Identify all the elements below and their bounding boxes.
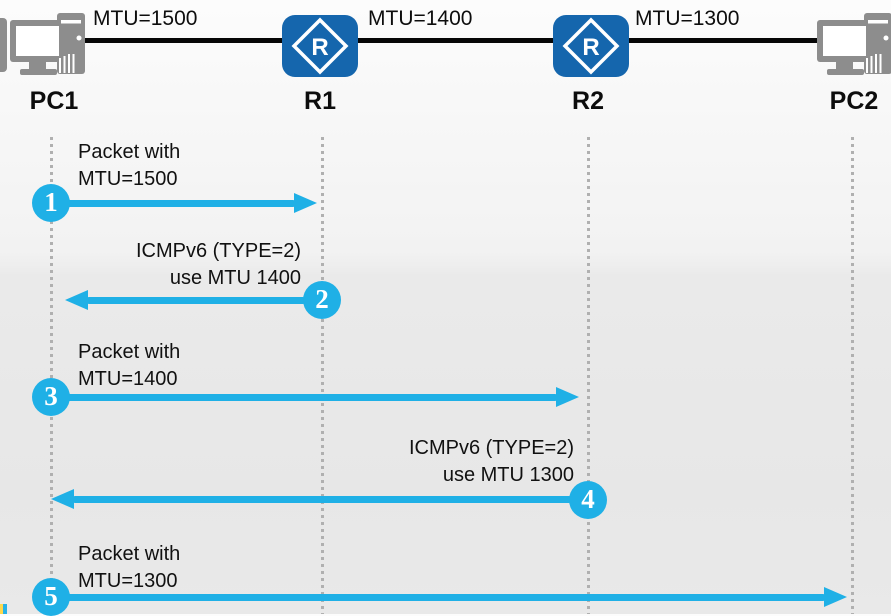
message-arrow-line	[66, 594, 826, 601]
arrowhead-right-icon	[556, 387, 579, 407]
pc-icon	[10, 13, 85, 75]
router-icon: R	[282, 15, 358, 77]
step-badge: 3	[32, 378, 70, 416]
message-label: ICMPv6 (TYPE=2) use MTU 1300	[409, 435, 574, 489]
message-label-line1: Packet with	[78, 341, 181, 363]
device-label-pc2: PC2	[829, 87, 879, 115]
step-badge: 5	[32, 578, 70, 616]
message-label-line2: use MTU 1400	[169, 267, 301, 289]
message-label-line2: MTU=1300	[78, 570, 178, 592]
arrowhead-right-icon	[824, 587, 847, 607]
message-label-line1: Packet with	[78, 543, 181, 565]
topology-link-line	[84, 38, 820, 43]
lifeline-pc1	[50, 137, 53, 614]
message-label-line2: use MTU 1300	[442, 464, 574, 486]
lifeline-pc2	[851, 137, 854, 614]
lifeline-r2	[587, 137, 590, 614]
message-arrow-line	[72, 496, 572, 503]
message-label: Packet with MTU=1500	[78, 139, 180, 193]
device-label-pc1: PC1	[29, 87, 79, 115]
message-label: Packet with MTU=1400	[78, 339, 180, 393]
lifeline-r1	[321, 137, 324, 614]
message-arrow-line	[86, 297, 306, 304]
partial-pc-icon	[0, 18, 7, 72]
device-label-r2: R2	[572, 87, 604, 115]
message-label-line1: ICMPv6 (TYPE=2)	[135, 240, 301, 262]
step-badge: 1	[32, 184, 70, 222]
message-arrow-line	[66, 394, 558, 401]
link-mtu-label: MTU=1400	[368, 7, 473, 30]
step-badge: 2	[303, 281, 341, 319]
message-label: Packet with MTU=1300	[78, 541, 180, 595]
message-label-line2: MTU=1500	[78, 168, 178, 190]
router-letter: R	[582, 34, 599, 61]
device-label-r1: R1	[304, 87, 336, 115]
link-mtu-label: MTU=1500	[93, 7, 198, 30]
message-label-line1: Packet with	[78, 141, 181, 163]
message-arrow-line	[66, 200, 296, 207]
message-label-line1: ICMPv6 (TYPE=2)	[408, 437, 574, 459]
router-icon: R	[553, 15, 629, 77]
router-letter: R	[311, 34, 328, 61]
arrowhead-left-icon	[65, 290, 88, 310]
message-label-line2: MTU=1400	[78, 368, 178, 390]
arrowhead-right-icon	[294, 193, 317, 213]
corner-artifact	[0, 604, 7, 614]
arrowhead-left-icon	[51, 489, 74, 509]
step-badge: 4	[569, 481, 607, 519]
pc-icon	[817, 13, 891, 75]
link-mtu-label: MTU=1300	[635, 7, 740, 30]
message-label: ICMPv6 (TYPE=2) use MTU 1400	[136, 238, 301, 292]
